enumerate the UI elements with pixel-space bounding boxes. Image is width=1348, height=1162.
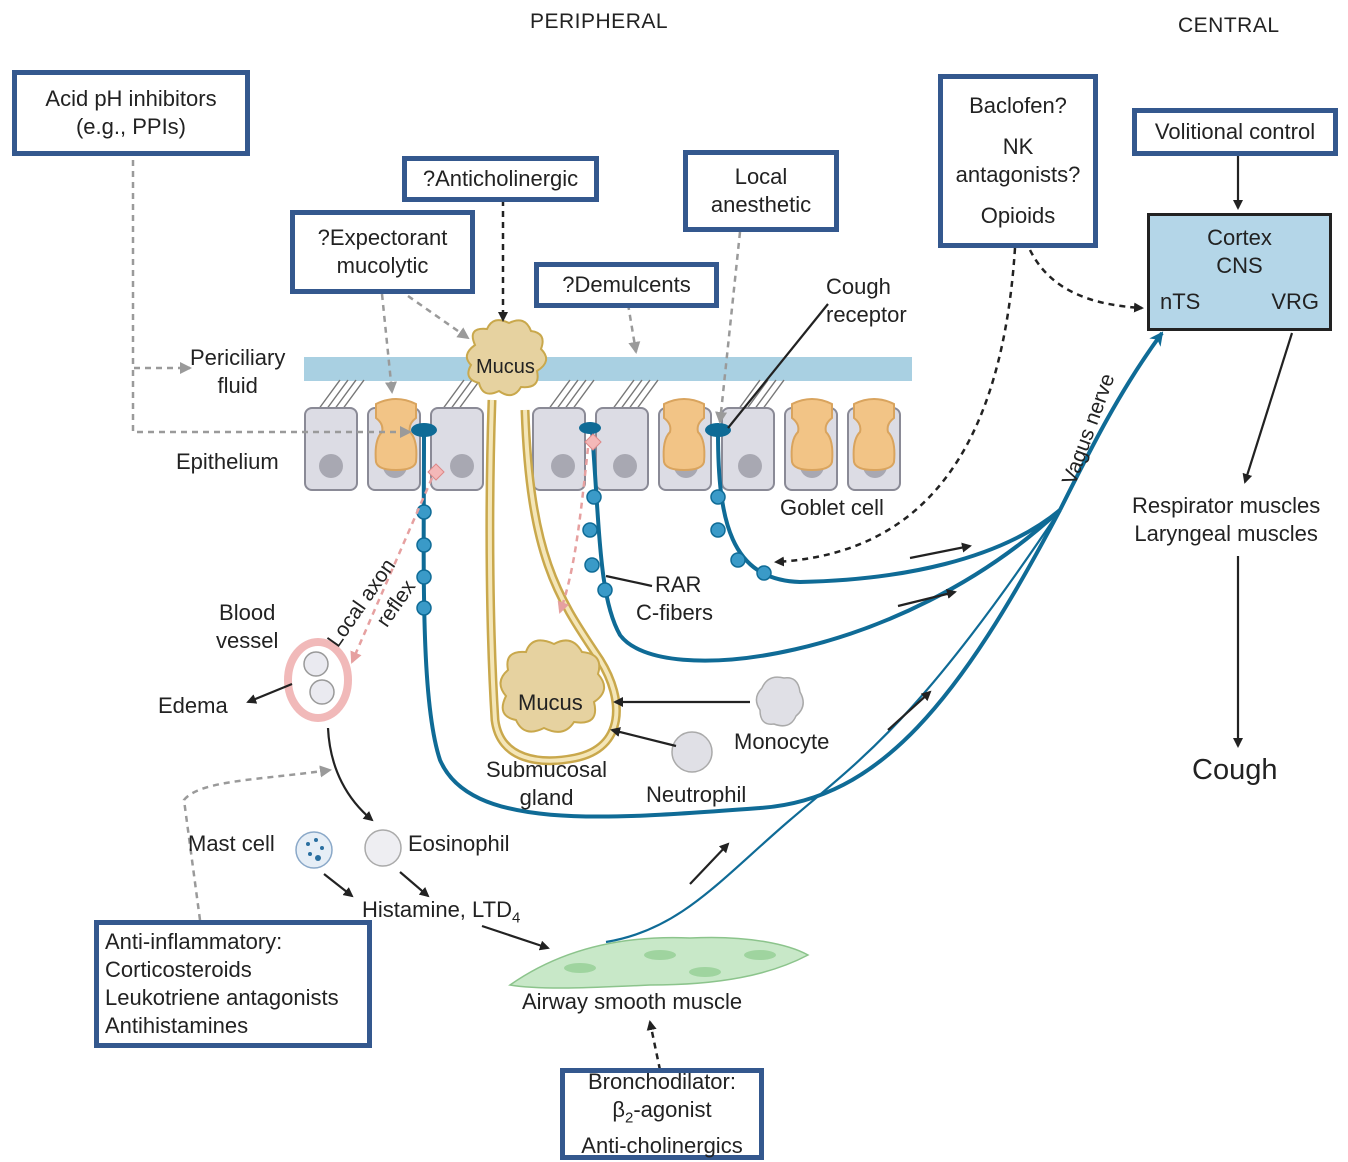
box-line: (e.g., PPIs) <box>75 114 187 139</box>
direction-arrows <box>689 542 972 885</box>
box-line: anesthetic <box>710 192 812 217</box>
drug-action-arrows-gray <box>131 160 742 921</box>
anticholinergic-box: ?Anticholinergic <box>402 156 599 202</box>
goblet-cell-label: Goblet cell <box>780 495 884 520</box>
box-line: Opioids <box>980 203 1056 228</box>
neutrophil-label: Neutrophil <box>646 782 747 807</box>
blood-vessel <box>284 638 352 722</box>
histamine-ltd4-label: Histamine, LTD4 <box>362 897 521 927</box>
box-line: ?Anticholinergic <box>422 166 579 191</box>
bronchodilator-box: Bronchodilator: β2-agonist Anti-choliner… <box>560 1068 764 1160</box>
cilia <box>317 379 785 411</box>
solid-arrows <box>246 156 1294 951</box>
monocyte-cell <box>755 676 804 727</box>
goblet-cells <box>374 398 896 472</box>
vagal-nerve-fibers <box>421 331 1164 819</box>
box-line: ?Demulcents <box>562 272 691 297</box>
box-line: Bronchodilator: <box>588 1068 736 1094</box>
volitional-control-box: Volitional control <box>1132 108 1338 156</box>
beta-symbol: β <box>612 1096 626 1122</box>
drug-action-arrows-black <box>498 200 1144 1071</box>
nts-label: nTS <box>1160 289 1201 314</box>
cough-label: Cough <box>1192 754 1278 786</box>
beta-subscript: 2 <box>625 1109 634 1127</box>
c-fibers-label: C-fibers <box>636 600 714 625</box>
airway-smooth-muscle <box>508 936 810 989</box>
monocyte-label: Monocyte <box>734 729 830 754</box>
vrg-label: VRG <box>1271 289 1319 314</box>
box-line: Acid pH inhibitors <box>45 86 217 111</box>
cortex-cns-box: Cortex CNS nTS VRG <box>1147 213 1332 331</box>
box-line: Baclofen? <box>969 93 1067 118</box>
box-line: antagonists? <box>955 162 1081 187</box>
box-line: Antihistamines <box>105 1013 249 1038</box>
airway-smooth-muscle-label: Airway smooth muscle <box>522 989 743 1014</box>
neutrophil-cell <box>671 731 713 773</box>
box-line: ?Expectorant <box>317 225 448 250</box>
agonist-text: -agonist <box>633 1096 712 1122</box>
box-line: Anti-cholinergics <box>581 1133 743 1159</box>
eosinophil-label: Eosinophil <box>408 831 510 856</box>
local-anesthetic-box: Local anesthetic <box>683 150 839 232</box>
box-line: Volitional control <box>1154 119 1316 144</box>
axon-reflex-arrows <box>350 447 590 664</box>
mucus-gland-label: Mucus <box>518 690 583 715</box>
cns-line: CNS <box>1216 253 1263 278</box>
box-line: Anti-inflammatory: <box>105 929 283 954</box>
box-line: Leukotriene antagonists <box>105 985 339 1010</box>
mast-cell-label: Mast cell <box>188 831 275 856</box>
box-line: Local <box>734 164 788 189</box>
anti-inflammatory-box: Anti-inflammatory: Corticosteroids Leuko… <box>94 920 372 1048</box>
central-heading: CENTRAL <box>1178 14 1280 37</box>
eosinophil-icon <box>364 829 402 867</box>
demulcents-box: ?Demulcents <box>534 262 719 308</box>
central-drugs-box: Baclofen? NK antagonists? Opioids <box>938 74 1098 248</box>
mast-cell-icon <box>295 831 333 869</box>
mucus-top-label: Mucus <box>476 356 535 378</box>
peripheral-heading: PERIPHERAL <box>530 10 669 33</box>
box-line: mucolytic <box>336 253 429 278</box>
smooth-muscle-nerve <box>605 509 1061 944</box>
edema-label: Edema <box>158 693 228 718</box>
beta2-agonist-line: β2-agonist <box>612 1096 711 1132</box>
cns-line: Cortex <box>1207 225 1272 250</box>
axon-diamonds <box>427 433 602 481</box>
nerve-endings <box>411 422 731 437</box>
nk-antagonists-group: NK antagonists? <box>956 133 1081 189</box>
acid-ph-inhibitors-box: Acid pH inhibitors (e.g., PPIs) <box>12 70 250 156</box>
box-line: NK <box>1002 134 1034 159</box>
expectorant-mucolytic-box: ?Expectorant mucolytic <box>290 210 475 294</box>
nerve-nodes <box>416 489 772 616</box>
periciliary-fluid-band <box>304 357 912 381</box>
box-line: Corticosteroids <box>105 957 252 982</box>
epithelium-label: Epithelium <box>176 449 279 474</box>
rar-label: RAR <box>655 572 702 597</box>
mucus-gland-blob <box>499 639 605 733</box>
